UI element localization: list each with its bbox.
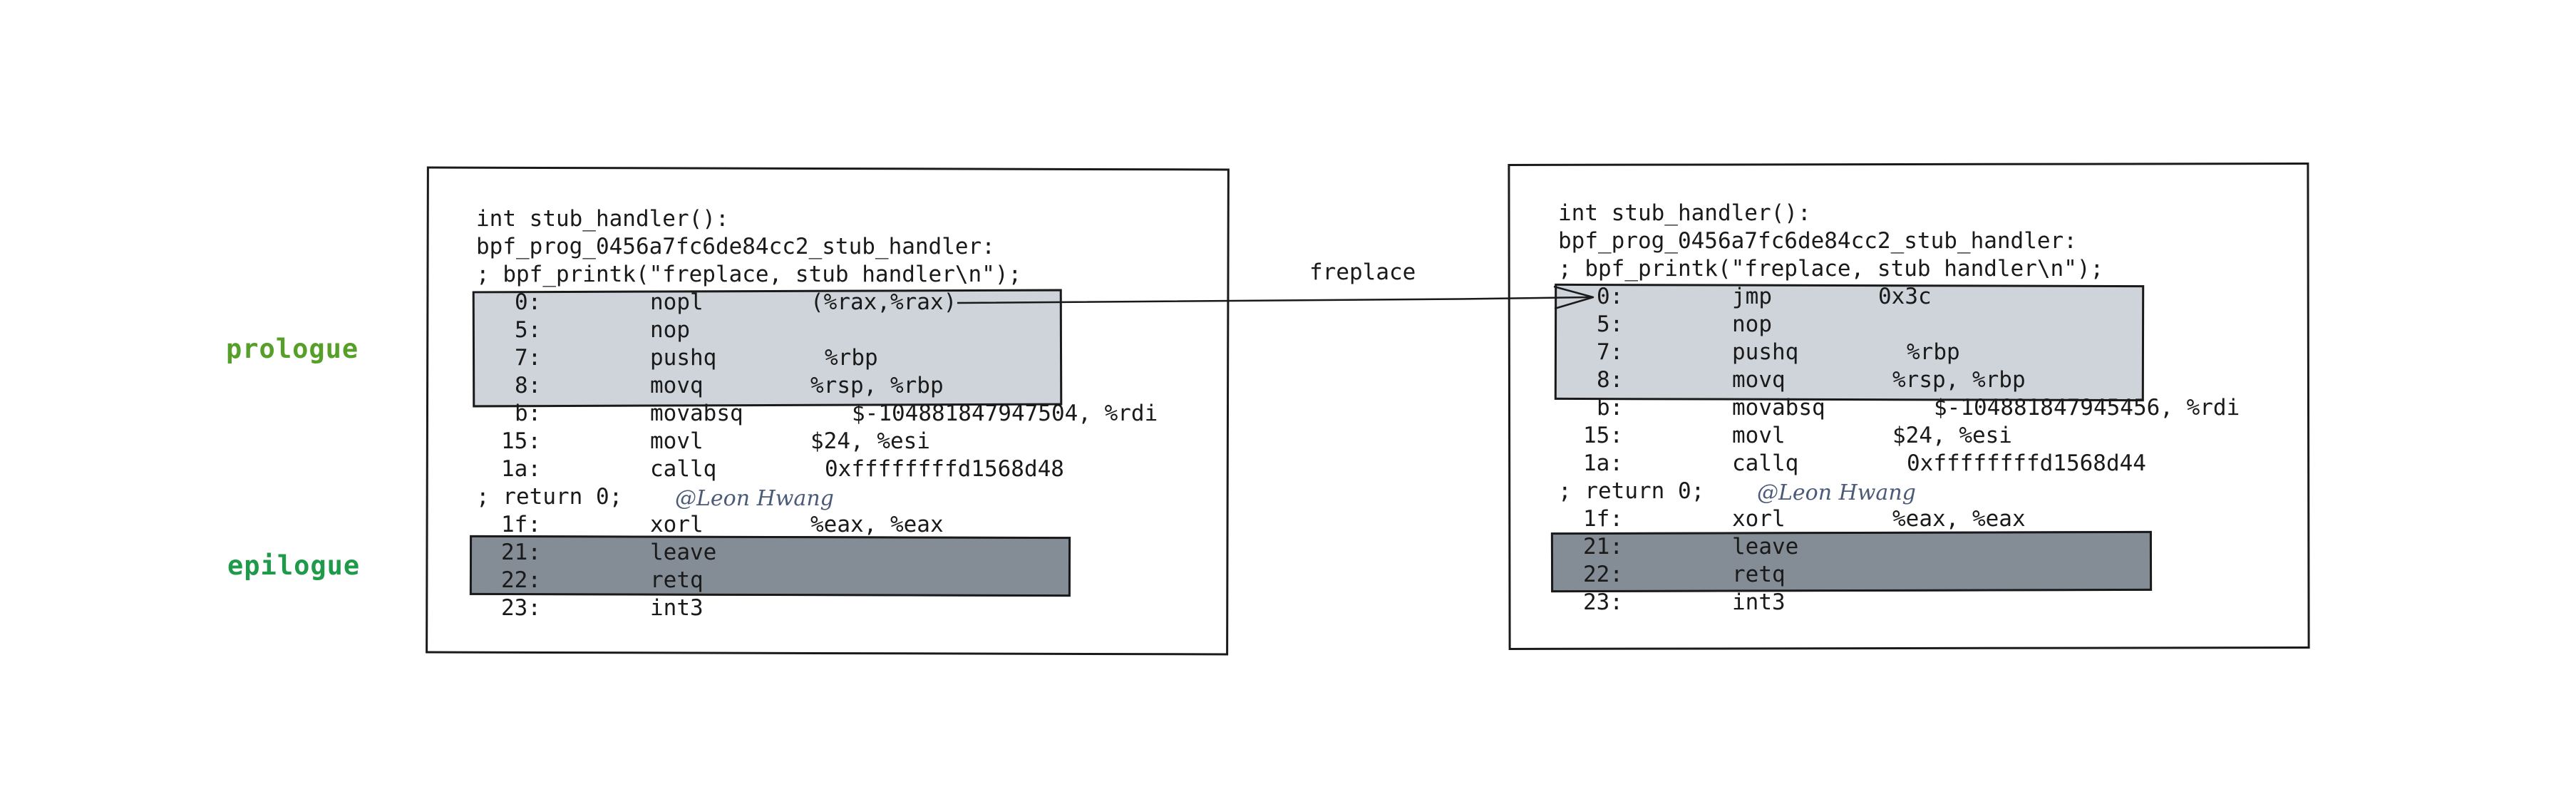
left-return-comment: ; return 0; — [476, 484, 623, 510]
right-row-offset: 23: — [1583, 589, 1623, 615]
right-row-args: %rsp, %rbp — [1892, 367, 2026, 393]
right-row-offset: 7: — [1597, 339, 1624, 365]
right-row-opcode: xorl — [1732, 506, 1786, 532]
left-row-offset: 0: — [515, 289, 542, 315]
right-row-args: %eax, %eax — [1892, 506, 2026, 532]
left-row-opcode: leave — [650, 540, 717, 565]
left-row-offset: 21: — [501, 540, 541, 565]
right-header-line: ; bpf_printk("freplace, stub handler\n")… — [1558, 256, 2104, 282]
freplace-arrow-label: freplace — [1309, 259, 1416, 285]
left-row-offset: 22: — [501, 567, 541, 593]
left-row-opcode: nop — [650, 317, 690, 343]
left-row-opcode: movl — [650, 428, 704, 454]
right-row-offset: 22: — [1583, 562, 1623, 587]
left-row-args: 0xffffffffd1568d48 — [825, 456, 1064, 482]
left-row-offset: 1a: — [501, 456, 541, 482]
right-row-offset: 1a: — [1583, 450, 1623, 476]
left-row-offset: 1f: — [501, 512, 541, 537]
right-row-args: $24, %esi — [1892, 423, 2012, 448]
left-row-offset: 5: — [515, 317, 542, 343]
left-header-line: int stub_handler(): — [476, 206, 729, 232]
left-row-opcode: retq — [650, 567, 704, 593]
left-row-args: %eax, %eax — [810, 512, 944, 537]
right-row-offset: 1f: — [1583, 506, 1623, 532]
right-return-comment: ; return 0; — [1558, 478, 1705, 504]
right-row-opcode: jmp — [1732, 284, 1772, 309]
left-row-opcode: xorl — [650, 512, 704, 537]
epilogue-label: epilogue — [227, 550, 361, 581]
left-row-args: $24, %esi — [810, 428, 930, 454]
right-row-offset: b: — [1597, 395, 1624, 421]
right-header-line: bpf_prog_0456a7fc6de84cc2_stub_handler: — [1558, 228, 2077, 254]
right-row-args: %rbp — [1907, 339, 1960, 365]
left-row-opcode: pushq — [650, 345, 717, 371]
right-row-args: 0xffffffffd1568d44 — [1907, 450, 2146, 476]
left-row-opcode: movq — [650, 373, 704, 398]
right-row-opcode: int3 — [1732, 589, 1786, 615]
left-header-line: ; bpf_printk("freplace, stub handler\n")… — [476, 262, 1022, 287]
right-row-opcode: pushq — [1732, 339, 1799, 365]
left-row-offset: 7: — [515, 345, 542, 371]
left-row-opcode: movabsq — [650, 401, 743, 426]
left-row-opcode: int3 — [650, 595, 704, 621]
right-row-args: 0x3c — [1878, 284, 1932, 309]
right-row-offset: 0: — [1597, 284, 1624, 309]
right-watermark: @Leon Hwang — [1757, 480, 1916, 505]
left-header-line: bpf_prog_0456a7fc6de84cc2_stub_handler: — [476, 234, 995, 259]
left-row-offset: 8: — [515, 373, 542, 398]
right-row-args: $-104881847945456, %rdi — [1934, 395, 2240, 421]
left-row-opcode: callq — [650, 456, 717, 482]
right-row-opcode: leave — [1732, 534, 1799, 560]
prologue-label: prologue — [226, 334, 359, 364]
right-row-opcode: nop — [1732, 311, 1772, 337]
left-row-offset: 23: — [501, 595, 541, 621]
right-row-opcode: callq — [1732, 450, 1799, 476]
left-row-offset: 15: — [501, 428, 541, 454]
right-row-offset: 21: — [1583, 534, 1623, 560]
right-header-line: int stub_handler(): — [1558, 200, 1811, 226]
right-row-offset: 15: — [1583, 423, 1623, 448]
right-row-opcode: movl — [1732, 423, 1786, 448]
arrow-line — [957, 296, 1590, 304]
arrow-head-icon — [1553, 285, 1594, 310]
left-row-opcode: nopl — [650, 289, 704, 315]
right-row-opcode: retq — [1732, 562, 1786, 587]
right-row-offset: 5: — [1597, 311, 1624, 337]
right-row-offset: 8: — [1597, 367, 1624, 393]
left-row-args: (%rax,%rax) — [810, 289, 957, 315]
left-watermark: @Leon Hwang — [675, 486, 834, 511]
right-row-opcode: movq — [1732, 367, 1786, 393]
right-row-opcode: movabsq — [1732, 395, 1825, 421]
left-row-offset: b: — [515, 401, 542, 426]
left-row-args: %rsp, %rbp — [810, 373, 944, 398]
left-row-args: %rbp — [825, 345, 878, 371]
left-row-args: $-104881847947504, %rdi — [852, 401, 1158, 426]
